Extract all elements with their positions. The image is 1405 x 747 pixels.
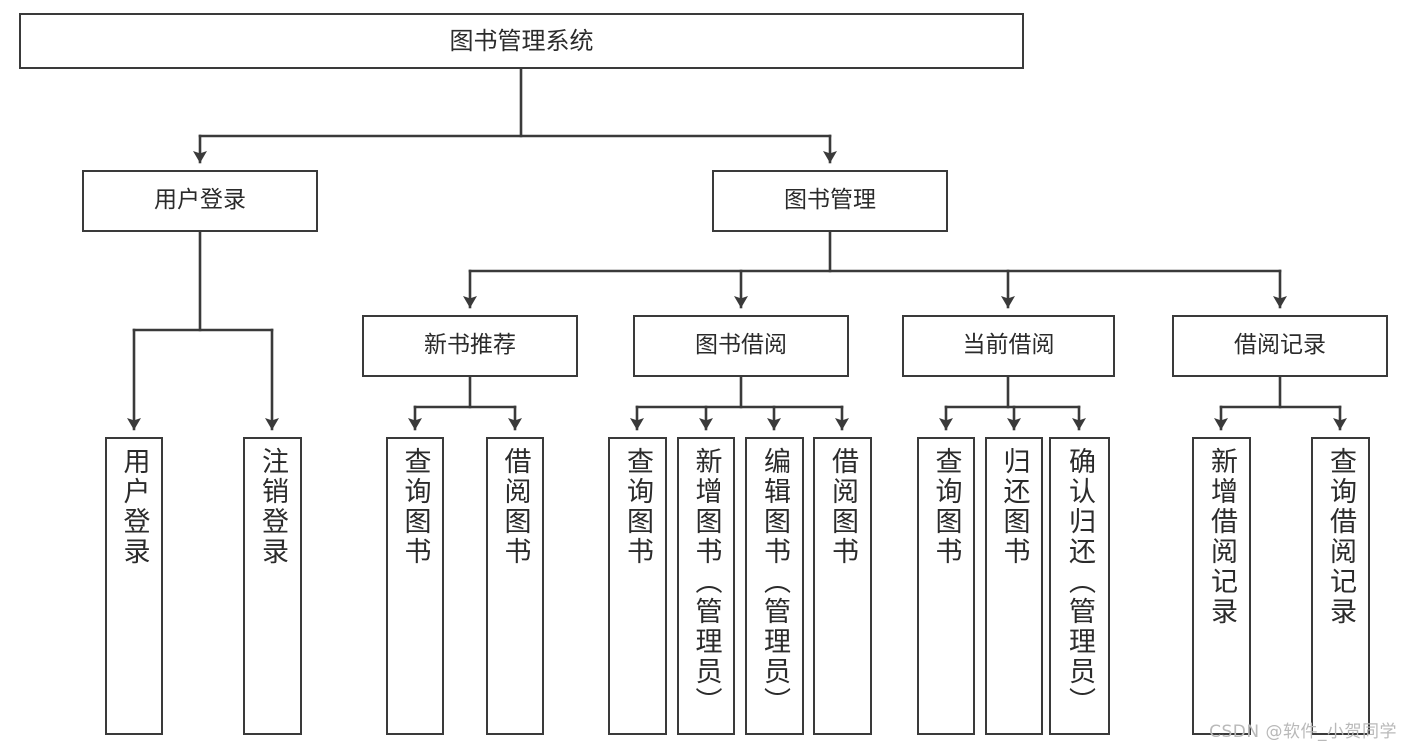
node-leaf-borrow-query[interactable]: 查询图书: [608, 437, 667, 735]
node-borrow-record[interactable]: 借阅记录: [1172, 315, 1388, 377]
node-user-login[interactable]: 用户登录: [82, 170, 318, 232]
node-label-leaf-cur-confirm: 确认归还（管理员）: [1064, 447, 1095, 717]
node-label-leaf-cur-return: 归还图书: [998, 447, 1030, 567]
node-leaf-user-login[interactable]: 用户登录: [105, 437, 163, 735]
node-label-leaf-rec-query: 查询图书: [399, 447, 431, 567]
node-leaf-record-query[interactable]: 查询借阅记录: [1311, 437, 1370, 735]
node-leaf-user-logout[interactable]: 注销登录: [243, 437, 302, 735]
node-label-book-borrow: 图书借阅: [695, 332, 787, 359]
node-label-leaf-record-query: 查询借阅记录: [1325, 447, 1356, 627]
node-label-new-book-rec: 新书推荐: [424, 332, 516, 359]
node-label-leaf-record-add: 新增借阅记录: [1206, 447, 1237, 627]
node-label-book-manage: 图书管理: [784, 187, 876, 214]
node-label-leaf-borrow-add: 新增图书（管理员）: [690, 447, 722, 717]
node-label-leaf-borrow-query: 查询图书: [622, 447, 653, 567]
node-leaf-borrow-edit[interactable]: 编辑图书（管理员）: [745, 437, 804, 735]
node-leaf-record-add[interactable]: 新增借阅记录: [1192, 437, 1251, 735]
node-label-root: 图书管理系统: [449, 26, 594, 55]
node-label-borrow-record: 借阅记录: [1234, 332, 1326, 359]
node-label-user-login: 用户登录: [154, 187, 246, 214]
node-leaf-borrow-lend[interactable]: 借阅图书: [813, 437, 872, 735]
node-label-leaf-user-logout: 注销登录: [257, 447, 288, 567]
node-leaf-cur-confirm[interactable]: 确认归还（管理员）: [1049, 437, 1110, 735]
node-label-leaf-borrow-lend: 借阅图书: [827, 447, 858, 567]
node-leaf-cur-return[interactable]: 归还图书: [985, 437, 1043, 735]
node-leaf-borrow-add[interactable]: 新增图书（管理员）: [677, 437, 735, 735]
node-label-leaf-user-login: 用户登录: [118, 447, 150, 567]
node-leaf-rec-query[interactable]: 查询图书: [386, 437, 444, 735]
node-book-manage[interactable]: 图书管理: [712, 170, 948, 232]
node-label-leaf-cur-query: 查询图书: [930, 447, 962, 567]
node-root[interactable]: 图书管理系统: [19, 13, 1024, 69]
node-book-borrow[interactable]: 图书借阅: [633, 315, 849, 377]
node-leaf-rec-borrow[interactable]: 借阅图书: [486, 437, 544, 735]
node-label-current-borrow: 当前借阅: [962, 332, 1055, 359]
node-label-leaf-rec-borrow: 借阅图书: [499, 447, 531, 567]
node-current-borrow[interactable]: 当前借阅: [902, 315, 1115, 377]
node-label-leaf-borrow-edit: 编辑图书（管理员）: [759, 447, 790, 717]
node-leaf-cur-query[interactable]: 查询图书: [917, 437, 975, 735]
node-new-book-rec[interactable]: 新书推荐: [362, 315, 578, 377]
